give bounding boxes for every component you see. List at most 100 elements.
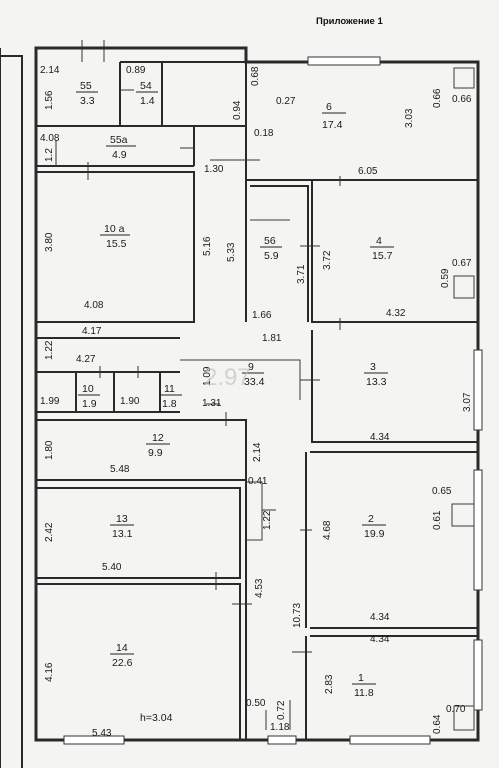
svg-text:0.89: 0.89 — [126, 65, 146, 76]
svg-text:1.81: 1.81 — [262, 333, 282, 344]
room-area: 17.4 — [322, 119, 343, 131]
watermark: 2.97 — [204, 364, 251, 391]
caption: Приложение 1 — [316, 16, 383, 27]
room-area: 15.7 — [372, 250, 393, 262]
svg-text:3.07: 3.07 — [462, 392, 473, 412]
room-number: 11 — [164, 383, 175, 395]
svg-text:4.34: 4.34 — [370, 634, 390, 645]
room-number: 55 — [80, 80, 92, 92]
svg-text:0.70: 0.70 — [446, 704, 466, 715]
svg-text:2.42: 2.42 — [44, 522, 55, 542]
window-bottom-door — [267, 735, 297, 745]
svg-text:1.22: 1.22 — [44, 340, 55, 360]
svg-text:0.61: 0.61 — [432, 510, 443, 530]
svg-text:1.31: 1.31 — [202, 398, 222, 409]
room-12: 129.9 — [146, 432, 170, 459]
room-area: 9.9 — [148, 447, 163, 459]
room-9: 933.4 — [242, 361, 265, 388]
room-number: 13 — [116, 513, 128, 525]
svg-text:4.68: 4.68 — [322, 520, 333, 540]
room-area: 1.4 — [140, 95, 155, 107]
room-number: 14 — [116, 642, 128, 654]
svg-text:1.56: 1.56 — [44, 90, 55, 110]
room-area: 13.1 — [112, 528, 133, 540]
svg-text:0.18: 0.18 — [254, 128, 274, 139]
room-area: 3.3 — [80, 95, 95, 107]
room-number: 54 — [140, 80, 152, 92]
svg-text:1.66: 1.66 — [252, 310, 272, 321]
room-area: 33.4 — [244, 376, 265, 388]
svg-text:10.73: 10.73 — [292, 603, 303, 628]
svg-text:1.22: 1.22 — [262, 510, 273, 530]
svg-text:0.67: 0.67 — [452, 258, 472, 269]
room-area: 1.8 — [162, 398, 177, 410]
room-3: 313.3 — [364, 361, 388, 388]
svg-text:3.72: 3.72 — [322, 250, 333, 270]
room-number: 4 — [376, 235, 382, 247]
room-number: 6 — [326, 101, 332, 113]
room-14: 14 22.6 — [110, 642, 134, 669]
room-area: 13.3 — [366, 376, 387, 388]
svg-text:4.16: 4.16 — [44, 662, 55, 682]
svg-text:0.66: 0.66 — [452, 94, 472, 105]
window-right-1 — [473, 639, 483, 711]
room-4: 415.7 — [370, 235, 394, 262]
svg-text:1.18: 1.18 — [270, 722, 290, 733]
svg-text:5.43: 5.43 — [92, 728, 112, 739]
svg-text:0.59: 0.59 — [440, 268, 451, 288]
room-number: 1 — [358, 672, 364, 684]
svg-text:3.03: 3.03 — [404, 108, 415, 128]
window-bottom-1 — [349, 735, 431, 745]
room-number: 56 — [264, 235, 276, 247]
svg-text:0.50: 0.50 — [246, 698, 266, 709]
room-1: 111.8 — [352, 672, 376, 699]
svg-text:4.34: 4.34 — [370, 432, 390, 443]
svg-text:0.27: 0.27 — [276, 96, 296, 107]
room-number: 10 а — [104, 223, 125, 235]
dimension-labels: 2.14 0.89 1.56 4.08 1.2 1.30 3.80 5.16 5… — [40, 65, 473, 739]
door-markers — [55, 40, 341, 730]
room-area: 19.9 — [364, 528, 385, 540]
svg-text:0.66: 0.66 — [432, 88, 443, 108]
room-number: 10 — [82, 383, 94, 395]
room-area: 22.6 — [112, 657, 133, 669]
svg-text:5.16: 5.16 — [202, 236, 213, 256]
room-area: 4.9 — [112, 149, 127, 161]
interior-walls — [36, 61, 478, 740]
svg-text:4.32: 4.32 — [386, 308, 406, 319]
svg-text:4.53: 4.53 — [254, 578, 265, 598]
outer-walls — [34, 46, 480, 742]
svg-text:6.05: 6.05 — [358, 166, 378, 177]
room-number: 2 — [368, 513, 374, 525]
svg-text:0.64: 0.64 — [432, 714, 443, 734]
room-56: 565.9 — [260, 235, 282, 262]
height-note: h=3.04 — [140, 712, 173, 724]
room-10a: 10 а 15.5 — [100, 223, 130, 250]
window-bottom-14 — [63, 735, 125, 745]
svg-text:0.41: 0.41 — [248, 476, 268, 487]
svg-text:0.65: 0.65 — [432, 486, 452, 497]
svg-text:4.34: 4.34 — [370, 612, 390, 623]
room-number: 55а — [110, 134, 128, 146]
svg-text:0.72: 0.72 — [276, 700, 287, 720]
svg-text:2.14: 2.14 — [40, 65, 60, 76]
window-right-3 — [473, 349, 483, 431]
svg-text:5.33: 5.33 — [226, 242, 237, 262]
room-6: 617.4 — [322, 101, 346, 131]
room-11: 111.8 — [160, 383, 182, 410]
room-number: 12 — [152, 432, 164, 444]
svg-text:1.80: 1.80 — [44, 440, 55, 460]
svg-text:3.80: 3.80 — [44, 232, 55, 252]
svg-text:1.09: 1.09 — [202, 366, 213, 386]
room-2: 219.9 — [362, 513, 386, 540]
svg-text:2.83: 2.83 — [324, 674, 335, 694]
svg-text:4.08: 4.08 — [84, 300, 104, 311]
svg-text:5.40: 5.40 — [102, 562, 122, 573]
svg-text:2.14: 2.14 — [252, 442, 263, 462]
room-area: 5.9 — [264, 250, 279, 262]
room-area: 11.8 — [354, 687, 374, 699]
room-number: 3 — [370, 361, 376, 373]
room-area: 15.5 — [106, 238, 127, 250]
